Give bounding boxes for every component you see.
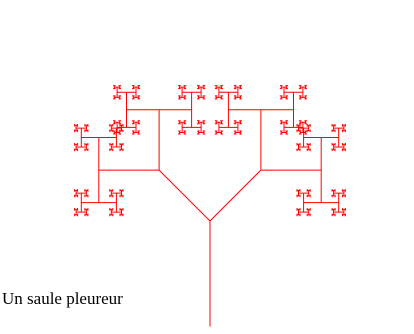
figure-caption: Un saule pleureur [2, 289, 123, 309]
